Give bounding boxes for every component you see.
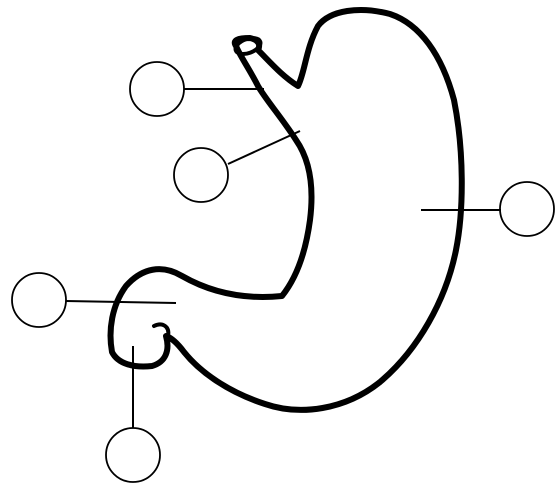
answer-circle[interactable] [12,273,66,327]
answer-circle[interactable] [130,62,184,116]
leader-line [66,301,176,303]
answer-circle[interactable] [500,182,554,236]
leader-line [228,131,300,164]
label-esophagus[interactable] [130,62,264,116]
label-greater-curvature[interactable] [421,182,554,236]
stomach-outline [111,10,462,410]
answer-circle[interactable] [106,428,160,482]
label-pyloric-region[interactable] [12,273,176,327]
answer-circle[interactable] [174,148,228,202]
label-lesser-curvature[interactable] [174,131,300,202]
